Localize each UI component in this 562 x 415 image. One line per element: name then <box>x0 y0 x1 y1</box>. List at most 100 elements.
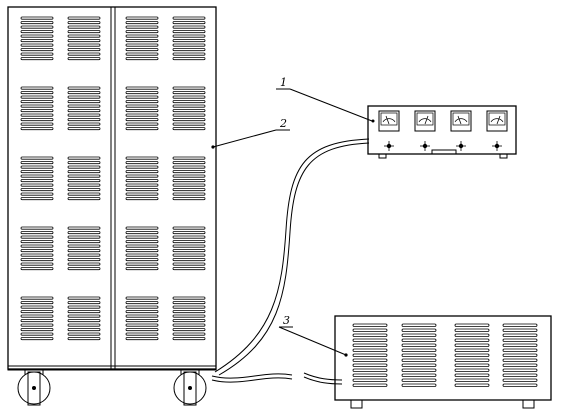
louvre-slit <box>125 109 159 113</box>
louvre-slit <box>67 323 101 327</box>
louvre-slit <box>67 267 101 271</box>
louvre-slit <box>172 197 206 201</box>
label-1: 1 <box>280 76 287 89</box>
meter-panel <box>367 105 517 159</box>
louvre-slit <box>20 161 54 165</box>
louvre-slit <box>20 258 54 262</box>
louvre-slit <box>20 104 54 108</box>
louvre-slit <box>125 100 159 104</box>
louvre-slit <box>454 328 490 332</box>
louvre-slit <box>67 109 101 113</box>
louvre-slit <box>67 240 101 244</box>
louvre-slit <box>67 253 101 257</box>
louvre-slit <box>502 383 538 387</box>
louvre-slit <box>20 231 54 235</box>
louvre-slit <box>67 337 101 341</box>
louvre-slit <box>125 192 159 196</box>
louvre-slit <box>67 43 101 47</box>
louvre-slit <box>125 21 159 25</box>
louvre-slit <box>401 383 437 387</box>
louvre-slit <box>20 43 54 47</box>
meter-row <box>378 110 508 151</box>
louvre-slit <box>454 373 490 377</box>
louvre-slit <box>172 25 206 29</box>
louvre-slit <box>172 244 206 248</box>
louvre-slit <box>502 368 538 372</box>
louvre-slit <box>125 39 159 43</box>
louvre-slit <box>67 319 101 323</box>
louvre-slit <box>20 323 54 327</box>
louvre-slit <box>125 104 159 108</box>
louvre-slit <box>67 86 101 90</box>
cabinet <box>7 6 217 371</box>
louvre-slit <box>67 296 101 300</box>
louvre-slit <box>125 91 159 95</box>
louvre-slit <box>172 305 206 309</box>
louvre-slit <box>67 258 101 262</box>
louvre-slit <box>125 25 159 29</box>
cable-to-meter-panel <box>214 138 370 376</box>
louvre-slit <box>172 253 206 257</box>
louvre-slit <box>172 127 206 131</box>
louvre-slit <box>502 323 538 327</box>
louvre-slit <box>67 156 101 160</box>
louvre-slit <box>67 122 101 126</box>
louvre-slit <box>67 52 101 56</box>
louvre-slit <box>352 343 388 347</box>
louvre-slit <box>125 305 159 309</box>
louvre-slit <box>20 183 54 187</box>
louvre-slit <box>172 30 206 34</box>
cabinet-louvre-grid <box>20 16 206 341</box>
louvre-slit <box>172 39 206 43</box>
louvre-slit <box>20 52 54 56</box>
louvre-slit <box>67 25 101 29</box>
louvre-slit <box>67 179 101 183</box>
louvre-slit <box>20 34 54 38</box>
louvre-slit <box>172 262 206 266</box>
louvre-slit <box>67 235 101 239</box>
louvre-slit <box>125 244 159 248</box>
right-caster <box>173 369 207 406</box>
louvre-slit <box>172 161 206 165</box>
louvre-slit <box>172 122 206 126</box>
louvre-slit <box>20 240 54 244</box>
louvre-slit <box>401 353 437 357</box>
louvre-slit <box>125 118 159 122</box>
louvre-slit <box>352 358 388 362</box>
louvre-slit <box>67 39 101 43</box>
louvre-slit <box>172 226 206 230</box>
louvre-slit <box>20 91 54 95</box>
louvre-slit <box>172 170 206 174</box>
louvre-slit <box>67 91 101 95</box>
louvre-slit <box>502 343 538 347</box>
louvre-slit <box>20 95 54 99</box>
louvre-slit <box>125 156 159 160</box>
louvre-slit <box>172 310 206 314</box>
louvre-slit <box>125 296 159 300</box>
louvre-slit <box>125 226 159 230</box>
louvre-slit <box>172 118 206 122</box>
louvre-slit <box>67 21 101 25</box>
louvre-slit <box>125 127 159 131</box>
louvre-slit <box>125 323 159 327</box>
louvre-slit <box>20 319 54 323</box>
louvre-slit <box>20 253 54 257</box>
louvre-slit <box>67 165 101 169</box>
louvre-slit <box>20 332 54 336</box>
louvre-slit <box>172 249 206 253</box>
louvre-slit <box>401 358 437 362</box>
louvre-slit <box>502 348 538 352</box>
louvre-slit <box>401 373 437 377</box>
louvre-slit <box>67 113 101 117</box>
louvre-slit <box>20 179 54 183</box>
louvre-slit <box>454 323 490 327</box>
louvre-slit <box>67 197 101 201</box>
louvre-slit <box>172 52 206 56</box>
louvre-slit <box>172 323 206 327</box>
louvre-slit <box>125 240 159 244</box>
louvre-slit <box>20 262 54 266</box>
louvre-slit <box>125 165 159 169</box>
leader-1: 1 <box>276 76 375 123</box>
louvre-slit <box>125 235 159 239</box>
louvre-slit <box>125 253 159 257</box>
